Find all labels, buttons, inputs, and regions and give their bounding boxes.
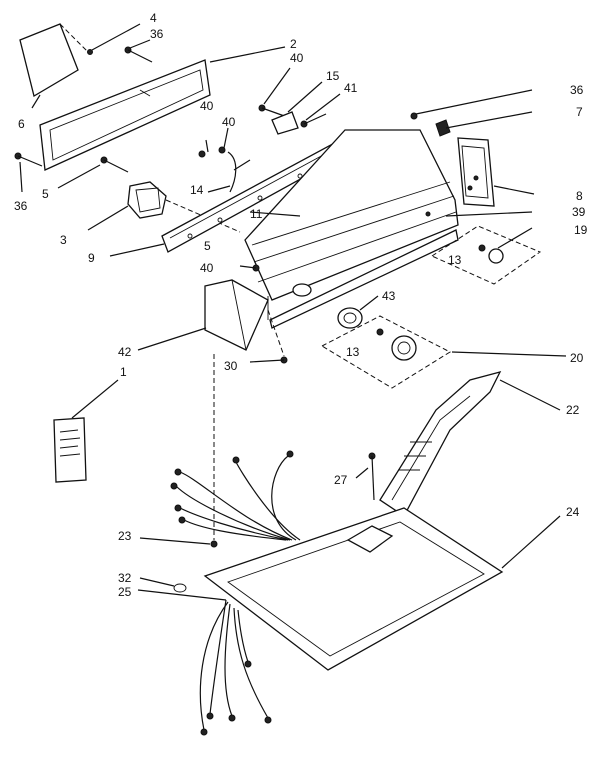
callout-39: 39	[572, 205, 586, 219]
switch-part-8	[457, 137, 535, 207]
callout-40: 40	[290, 51, 304, 65]
harness-part-14	[198, 127, 251, 193]
callout-3: 3	[60, 233, 67, 247]
lint-duct-part-22	[379, 371, 561, 517]
bezel-part-43	[337, 295, 379, 329]
callout-19: 19	[574, 223, 588, 237]
callout-11: 11	[250, 207, 263, 221]
bracket-part-39	[425, 211, 533, 217]
clip-part-32	[139, 577, 187, 593]
screw-part-5	[57, 156, 129, 189]
callout-24: 24	[566, 505, 580, 519]
callout-40: 40	[222, 115, 236, 129]
callout-36: 36	[14, 199, 28, 213]
console-part-11	[244, 129, 459, 329]
callout-41: 41	[344, 81, 358, 95]
wiring-harness-upper	[170, 450, 301, 541]
end-cap-part-42	[137, 279, 269, 351]
callout-13: 13	[346, 345, 360, 359]
callout-40: 40	[200, 99, 214, 113]
knob-part-7	[435, 111, 533, 137]
callout-5: 5	[42, 187, 49, 201]
callout-25: 25	[118, 585, 132, 599]
manual-part-1	[53, 379, 119, 483]
screw-right-part-36	[410, 89, 533, 120]
knob-assembly-part-19	[430, 225, 542, 285]
rear-panel-part-2	[39, 46, 286, 171]
callout-30: 30	[224, 359, 238, 373]
callout-5: 5	[204, 239, 211, 253]
callout-40: 40	[200, 261, 214, 275]
callout-6: 6	[18, 117, 25, 131]
callout-42: 42	[118, 345, 132, 359]
callout-15: 15	[326, 69, 340, 83]
callout-36: 36	[570, 83, 584, 97]
screw-part-27	[355, 452, 376, 501]
rear-cover-part-6	[19, 23, 89, 109]
callout-36: 36	[150, 27, 164, 41]
screw-part-36	[87, 23, 153, 63]
grommet-part-23	[139, 354, 218, 548]
callout-labels: 4 36 2 40 15 41 36 7 6 40 40 14 8 36 5 1…	[14, 11, 588, 599]
knob-assembly-part-20	[320, 315, 567, 389]
switch-part-15	[258, 67, 341, 135]
callout-4: 4	[150, 11, 157, 25]
callout-9: 9	[88, 251, 95, 265]
screw-center-part-40	[239, 264, 260, 272]
callout-32: 32	[118, 571, 132, 585]
screw-part-30	[249, 309, 288, 364]
callout-13: 13	[448, 253, 462, 267]
callout-14: 14	[190, 183, 204, 197]
callout-43: 43	[382, 289, 396, 303]
callout-20: 20	[570, 351, 584, 365]
screw-left-part-36	[14, 152, 43, 193]
callout-27: 27	[334, 473, 348, 487]
callout-22: 22	[566, 403, 580, 417]
top-part-24	[203, 507, 561, 671]
callout-7: 7	[576, 105, 583, 119]
callout-2: 2	[290, 37, 297, 51]
callout-1: 1	[120, 365, 127, 379]
callout-8: 8	[576, 189, 583, 203]
wiring-harness-part-25	[137, 589, 272, 736]
callout-23: 23	[118, 529, 132, 543]
